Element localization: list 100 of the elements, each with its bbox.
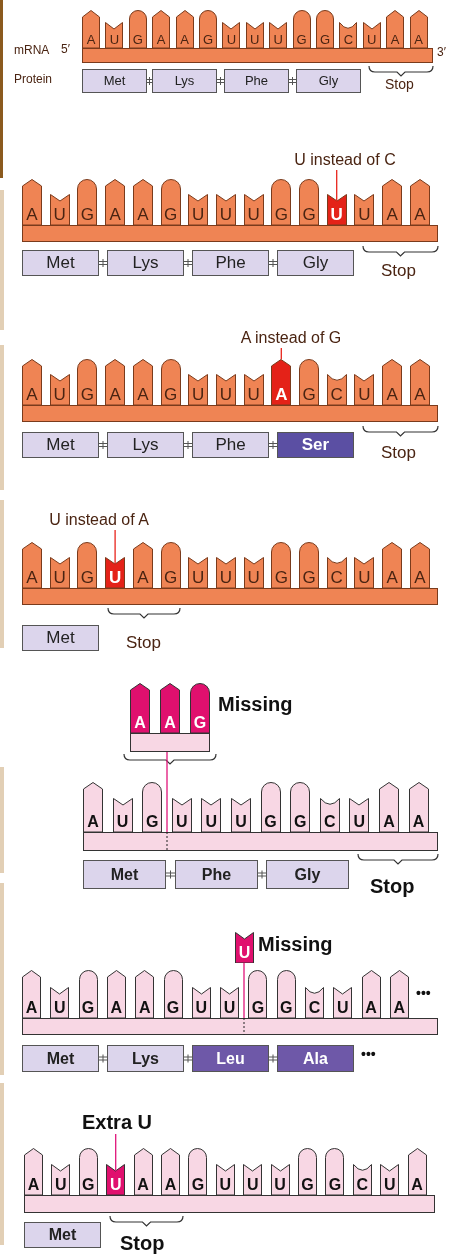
nucleotide-tab	[106, 1164, 126, 1195]
base-letter: G	[263, 814, 278, 830]
nucleotide-tab	[201, 798, 222, 832]
nucleotide-tab	[354, 374, 375, 405]
amino-acid-box: Met	[22, 625, 99, 651]
base-letter: U	[204, 814, 219, 830]
nucleotide-tab	[215, 1164, 235, 1195]
base-letter: U	[191, 386, 206, 403]
base-letter: G	[327, 1177, 343, 1193]
nucleotide-tab	[222, 22, 241, 48]
nucleotide-tab	[175, 10, 194, 48]
base-letter: U	[237, 945, 252, 961]
amino-acid-box: Lys	[107, 432, 184, 458]
nucleotide-tab	[354, 557, 375, 588]
nucleotide-tab	[78, 1148, 98, 1195]
nucleotide-tab	[188, 557, 209, 588]
peptide-bond	[268, 1054, 278, 1063]
nucleotide-tab	[290, 782, 311, 832]
base-letter: G	[131, 33, 144, 46]
base-letter: A	[389, 33, 401, 46]
base-letter: C	[355, 1177, 370, 1193]
base-letter: A	[108, 386, 122, 403]
nucleotide-tab	[128, 10, 147, 48]
nucleotide-tab	[271, 359, 292, 405]
base-letter: U	[245, 1177, 260, 1193]
nucleotide-tab	[389, 970, 409, 1018]
nucleotide-tab	[105, 557, 126, 588]
nucleotide-tab	[171, 798, 192, 832]
nucleotide-tab	[190, 683, 210, 733]
base-letter: U	[115, 814, 130, 830]
nucleotide-tab	[51, 1164, 71, 1195]
nucleotide-tab	[77, 179, 98, 225]
peptide-bond	[98, 258, 108, 268]
peptide-bond	[183, 440, 193, 450]
peptide-bond	[216, 76, 225, 86]
nucleotide-tab	[243, 1164, 263, 1195]
base-letter: G	[278, 1000, 294, 1016]
base-letter: G	[273, 206, 289, 223]
nucleotide-tab	[152, 10, 171, 48]
amino-acid-box: Met	[83, 860, 166, 889]
nucleotide-tab	[231, 798, 251, 832]
base-letter: C	[329, 386, 344, 403]
nucleotide-tab	[352, 1164, 372, 1195]
amino-acid-box: Gly	[296, 69, 361, 93]
base-letter: U	[249, 33, 261, 46]
peptide-bond	[146, 76, 153, 86]
nucleotide-tab	[260, 782, 281, 832]
base-letter: G	[318, 33, 332, 46]
nucleotide-tab	[299, 359, 319, 405]
nucleotide-tab	[269, 22, 288, 48]
base-letter: U	[222, 1000, 237, 1016]
base-letter: G	[192, 715, 208, 731]
nucleotide-tab	[409, 179, 430, 225]
nucleotide-tab	[188, 374, 209, 405]
mutation-label: U instead of A	[44, 510, 154, 530]
base-letter: U	[191, 569, 206, 586]
base-letter: A	[136, 1177, 150, 1193]
nucleotide-tab	[361, 970, 381, 1018]
base-letter: A	[25, 386, 39, 403]
nucleotide-tab	[132, 179, 153, 225]
nucleotide-tab	[130, 683, 150, 733]
nucleotide-tab	[105, 359, 126, 405]
nucleotide-tab	[235, 932, 254, 963]
base-letter: A	[385, 569, 399, 586]
nucleotide-tab	[77, 359, 98, 405]
base-letter: A	[364, 1000, 378, 1016]
base-letter: A	[274, 386, 289, 403]
ellipsis-mark: •••	[416, 986, 431, 1002]
nucleotide-tab	[326, 374, 347, 405]
nucleotide-tab	[215, 557, 236, 588]
amino-acid-box: Lys	[107, 250, 184, 276]
base-letter: A	[136, 569, 150, 586]
base-letter: G	[201, 33, 215, 46]
nucleotide-tab	[49, 557, 70, 588]
base-letter: G	[301, 206, 317, 223]
base-letter: U	[382, 1177, 397, 1193]
base-letter: C	[307, 1000, 322, 1016]
base-letter: A	[155, 33, 167, 46]
base-letter: A	[85, 33, 97, 46]
nucleotide-tab	[319, 798, 340, 832]
nucleotide-tab	[160, 359, 181, 405]
base-letter: A	[137, 1000, 152, 1016]
nucleotide-tab	[276, 970, 296, 1018]
nucleotide-tab	[380, 1164, 400, 1195]
amino-acid-box: Phe	[192, 432, 269, 458]
nucleotide-tab	[243, 194, 264, 225]
base-letter: U	[366, 33, 378, 46]
nucleotide-tab	[316, 10, 334, 48]
nucleotide-tab	[83, 782, 103, 832]
nucleotide-tab	[409, 10, 428, 48]
base-letter: A	[136, 206, 150, 223]
base-letter: A	[413, 206, 427, 223]
amino-acid-box: Phe	[175, 860, 258, 889]
base-letter: C	[329, 569, 344, 586]
base-letter: G	[301, 569, 317, 586]
nucleotide-tab	[106, 970, 126, 1018]
base-letter: A	[86, 814, 100, 830]
base-letter: G	[162, 206, 179, 223]
stop-label: Stop	[385, 77, 414, 93]
leader-line	[280, 347, 282, 360]
